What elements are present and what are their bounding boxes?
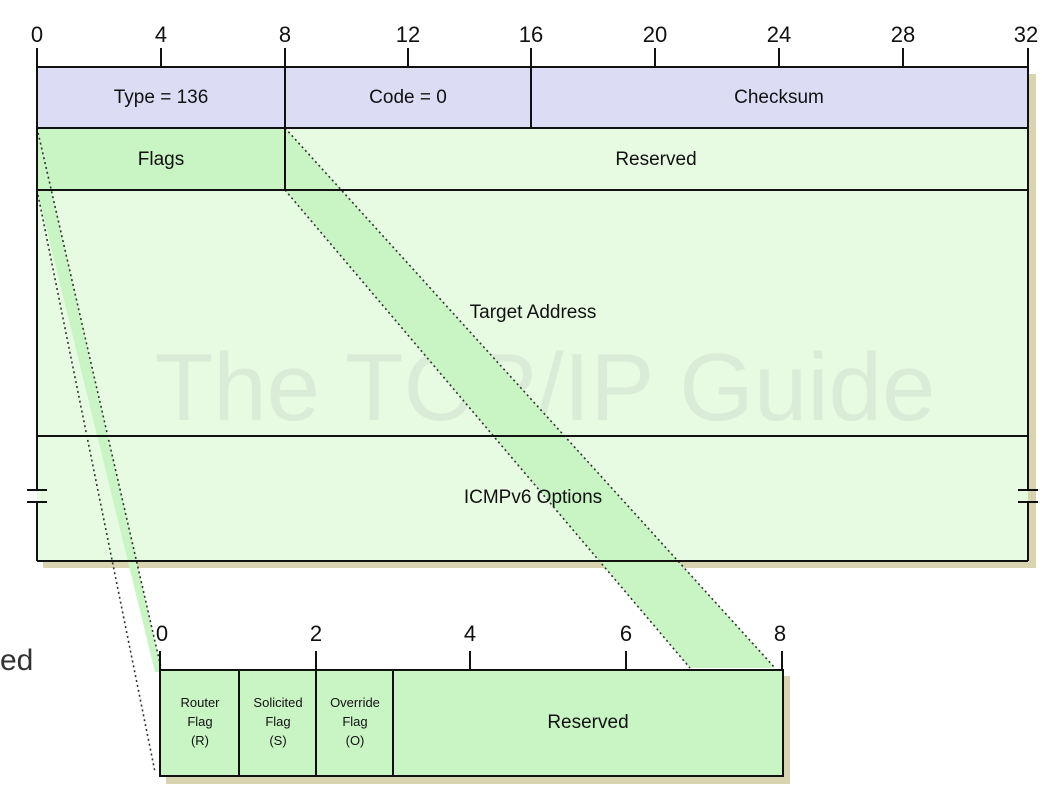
target-address-label: Target Address [470,302,597,323]
override-flag-line: Flag [342,714,367,729]
ruler-tick-label: 20 [643,22,667,47]
flags-expansion-band-left [37,128,162,672]
flags-field-label: Flags [138,149,184,170]
override-flag-line: Override [330,695,380,710]
flags-detail-dividers [238,670,394,776]
options-break-marks [27,489,1038,503]
side-text-fragment: ed [0,644,33,677]
bottom-ruler-ticks [159,651,783,670]
solicited-flag-line: Solicited [253,695,302,710]
ruler-tick-label: 12 [396,22,420,47]
router-flag-line: (R) [191,733,209,748]
ruler-tick-label: 24 [767,22,791,47]
ruler-tick-label: 4 [464,621,476,646]
options-label: ICMPv6 Options [464,487,602,508]
code-field-label: Code = 0 [369,87,447,108]
ruler-tick-label: 2 [310,621,322,646]
type-field-label: Type = 136 [114,87,209,108]
ruler-tick-label: 16 [519,22,543,47]
checksum-field-label: Checksum [734,87,824,108]
ruler-tick-label: 8 [774,621,786,646]
body-area [37,128,1028,561]
header-row [37,67,1028,128]
ruler-tick-label: 6 [620,621,632,646]
flags-detail-box [159,669,784,777]
reserved-field-label: Reserved [615,149,696,170]
ruler-tick-label: 28 [891,22,915,47]
top-ruler-ticks [36,48,1029,67]
ruler-tick-label: 0 [31,22,43,47]
band-edge [284,127,776,669]
override-flag-line: (O) [346,733,365,748]
ruler-tick-label: 4 [155,22,167,47]
ruler-tick-label: 32 [1014,22,1038,47]
flags-reserved-label: Reserved [547,712,628,733]
solicited-flag-line: (S) [269,733,286,748]
flags-field [37,128,285,190]
band-edge [36,127,163,673]
band-edge [36,189,156,773]
solicited-flag-line: Flag [265,714,290,729]
router-flag-line: Router [180,695,220,710]
main-frame-lines [36,66,1029,562]
router-flag-line: Flag [187,714,212,729]
ruler-tick-label: 8 [279,22,291,47]
ruler-tick-label: 0 [156,621,168,646]
